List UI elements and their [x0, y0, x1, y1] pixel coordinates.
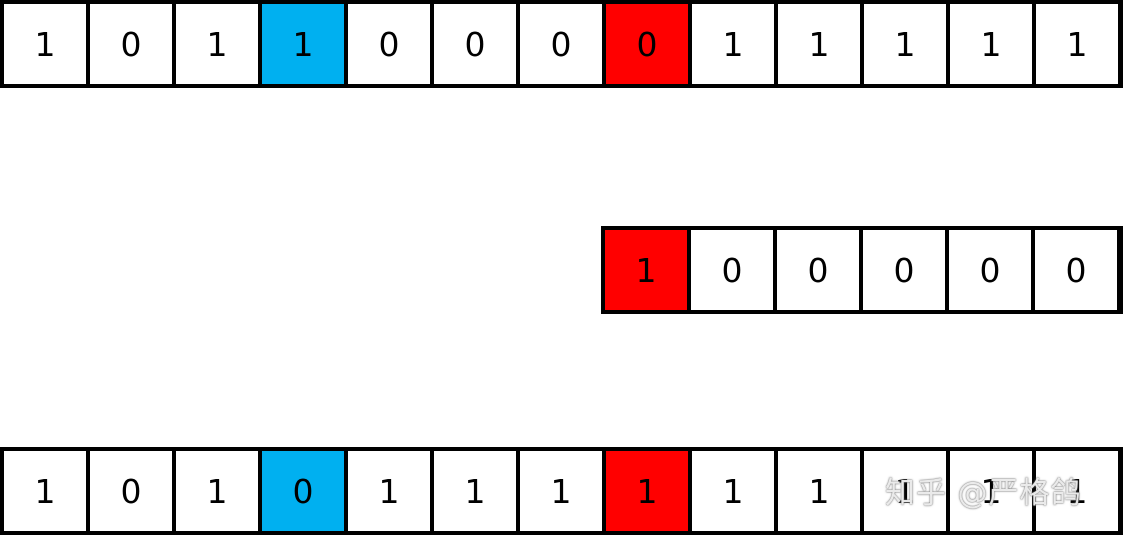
bit-cell: 1	[864, 451, 946, 531]
bit-cell: 1	[692, 4, 774, 84]
bit-cell: 0	[1035, 230, 1117, 310]
bit-cell: 1	[692, 451, 774, 531]
bit-cell-highlight-red: 1	[606, 451, 688, 531]
bit-cell: 1	[950, 451, 1032, 531]
bit-cell: 1	[176, 4, 258, 84]
bit-cell-highlight-blue: 0	[262, 451, 344, 531]
bit-cell: 0	[348, 4, 430, 84]
bit-cell: 1	[434, 451, 516, 531]
bit-cell: 1	[864, 4, 946, 84]
bit-cell: 1	[176, 451, 258, 531]
bit-cell: 0	[949, 230, 1031, 310]
bit-cell: 0	[691, 230, 773, 310]
bit-cell: 1	[778, 4, 860, 84]
watermark-text: 知乎 @严格鸽	[885, 476, 1082, 511]
bit-cell: 1	[4, 4, 86, 84]
bit-cell: 0	[777, 230, 859, 310]
bit-row-top: 1 0 1 1 0 0 0 0 1 1 1 1 1	[0, 0, 1123, 88]
bit-cell: 0	[90, 451, 172, 531]
bit-cell: 1	[348, 451, 430, 531]
bit-cell-highlight-blue: 1	[262, 4, 344, 84]
bit-cell: 1	[4, 451, 86, 531]
bit-cell: 0	[90, 4, 172, 84]
bit-cell: 1	[1036, 451, 1118, 531]
bit-cell: 0	[520, 4, 602, 84]
bit-row-middle: 1 0 0 0 0 0	[601, 226, 1123, 314]
bit-cell-highlight-red: 1	[605, 230, 687, 310]
bit-cell-highlight-red: 0	[606, 4, 688, 84]
bit-cell: 0	[863, 230, 945, 310]
bit-cell: 0	[434, 4, 516, 84]
bit-cell: 1	[1036, 4, 1118, 84]
bit-cell: 1	[950, 4, 1032, 84]
bit-row-bottom: 1 0 1 0 1 1 1 1 1 1 1 1 1	[0, 447, 1123, 535]
bit-cell: 1	[520, 451, 602, 531]
bit-cell: 1	[778, 451, 860, 531]
